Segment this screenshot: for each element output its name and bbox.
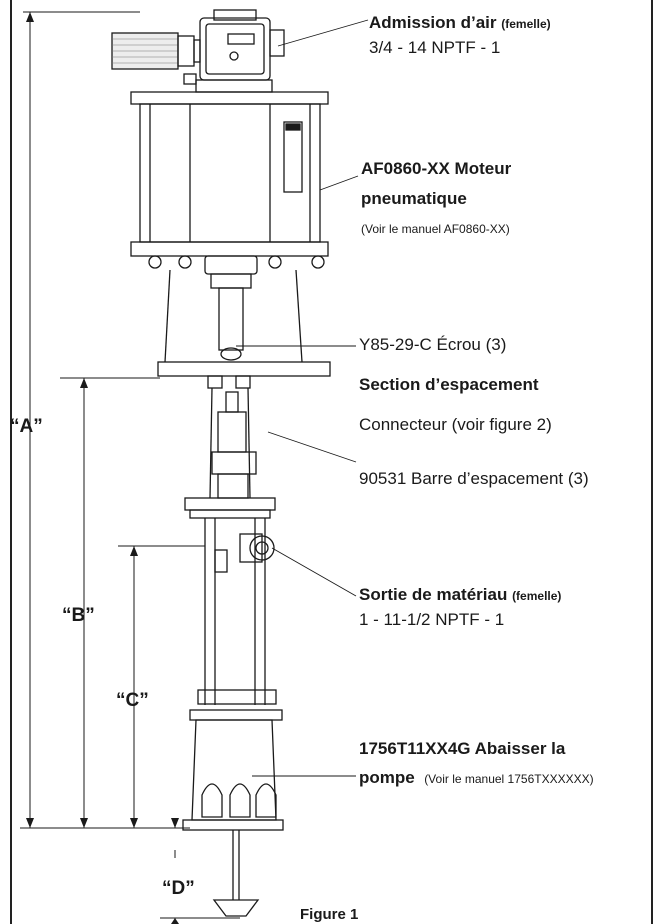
figure-caption: Figure 1 <box>300 906 359 923</box>
connector-label: Connecteur (voir figure 2) <box>359 415 552 434</box>
dimension-c-label: “C” <box>116 690 149 711</box>
dimension-a-label: “A” <box>10 416 43 437</box>
spacer-bar-label: 90531 Barre d’espacement (3) <box>359 469 589 488</box>
pump-title-line2: pompe (Voir le manuel 1756TXXXXXX) <box>359 768 594 787</box>
air-inlet-label: Admission d’air (femelle) <box>369 13 551 32</box>
dimension-arrows <box>26 12 179 924</box>
motor-title-line2: pneumatique <box>361 189 467 208</box>
muffler-icon <box>111 32 201 70</box>
dimension-d-label: “D” <box>162 878 195 899</box>
motor-manual-note: (Voir le manuel AF0860-XX) <box>361 222 510 236</box>
dimension-lines <box>20 11 240 924</box>
air-inlet-spec: 3/4 - 14 NPTF - 1 <box>369 38 501 57</box>
material-outlet-spec: 1 - 11-1/2 NPTF - 1 <box>359 610 505 629</box>
air-motor-icon <box>130 91 329 289</box>
tie-rod-section-icon <box>157 269 331 377</box>
spacer-section-icon <box>184 375 276 519</box>
dimension-b-label: “B” <box>62 605 95 626</box>
spacer-section-label: Section d’espacement <box>359 375 539 394</box>
air-valve-icon <box>183 9 285 93</box>
pump-lower-section-icon <box>182 518 284 917</box>
leader-lines <box>236 19 369 777</box>
drawing-frame <box>10 0 653 924</box>
pump-title-line1: 1756T11XX4G Abaisser la <box>359 739 566 758</box>
material-outlet-label: Sortie de matériau (femelle) <box>359 585 562 604</box>
motor-title-line1: AF0860-XX Moteur <box>361 159 512 178</box>
nut-label: Y85-29-C Écrou (3) <box>359 335 507 354</box>
